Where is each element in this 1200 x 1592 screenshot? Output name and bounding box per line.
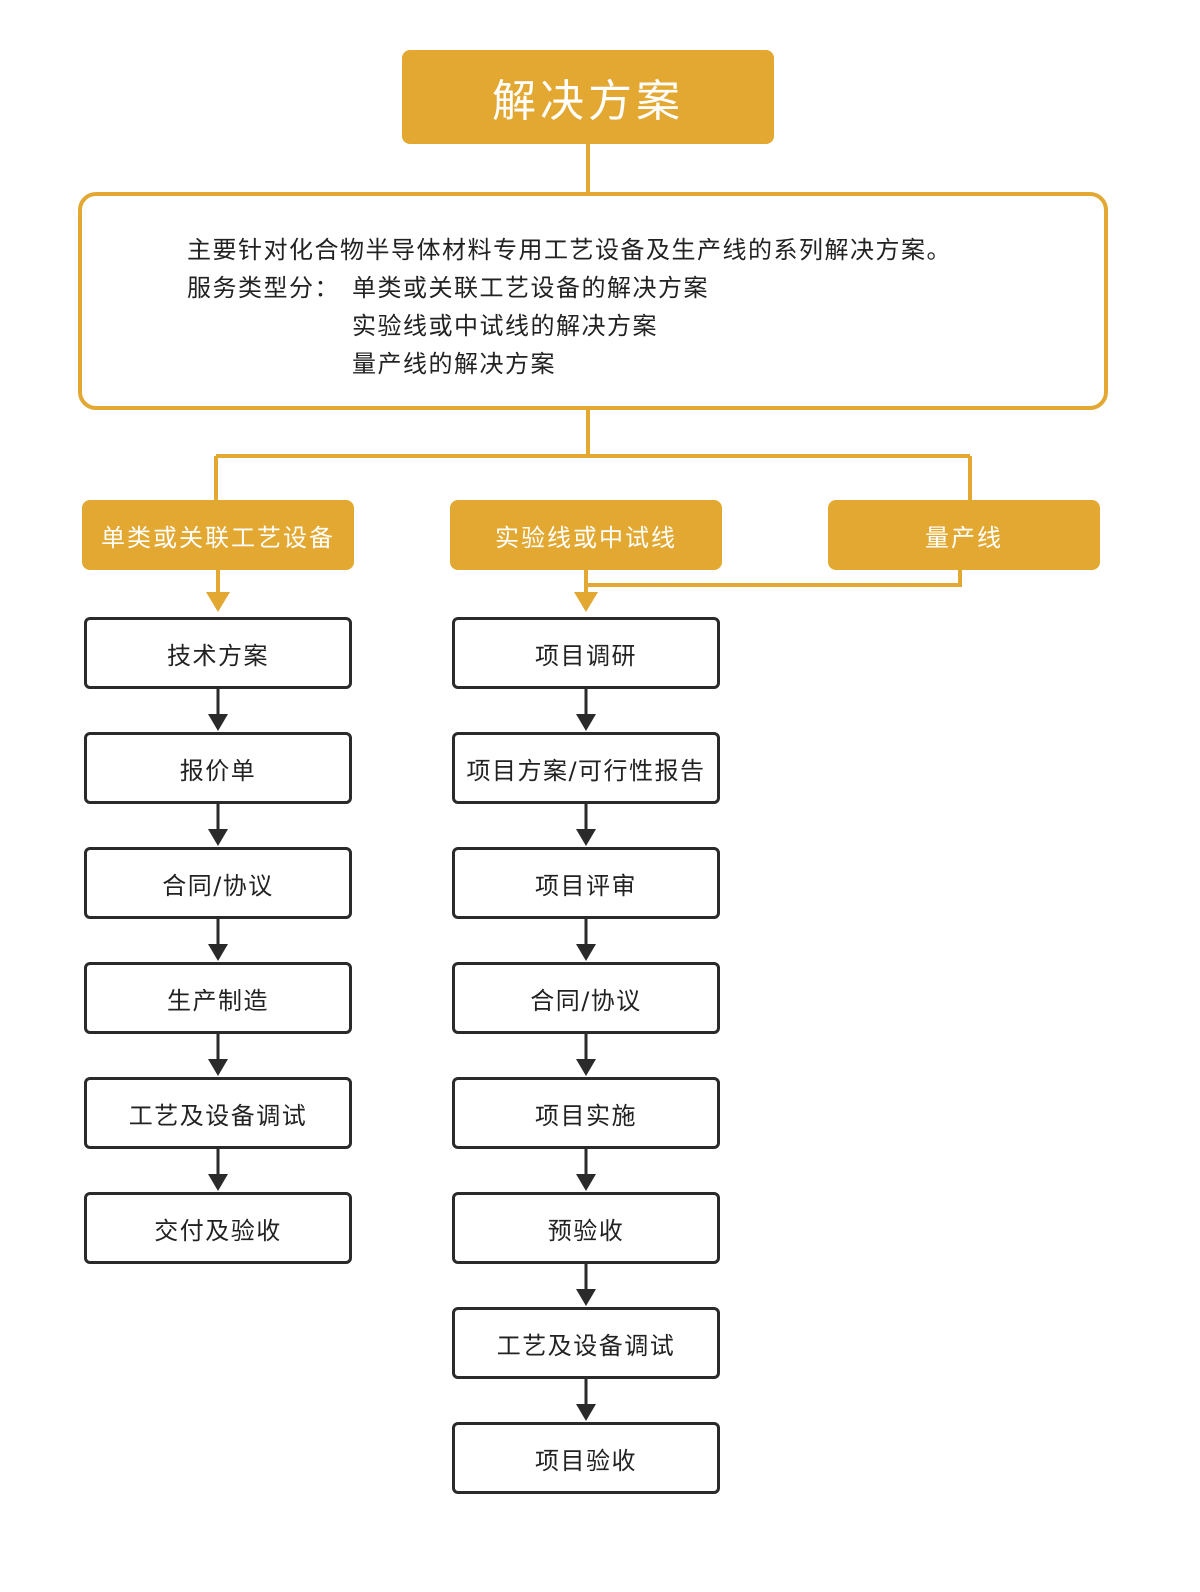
step-arrowhead bbox=[576, 1404, 596, 1421]
service-type-item: 实验线或中试线的解决方案 bbox=[352, 312, 658, 340]
description-box: 主要针对化合物半导体材料专用工艺设备及生产线的系列解决方案。 服务类型分： 单类… bbox=[78, 192, 1108, 410]
mass-production-merge-line bbox=[586, 570, 962, 587]
step-arrowhead bbox=[208, 829, 228, 846]
middle-step: 合同/协议 bbox=[452, 962, 720, 1034]
category-mass-production: 量产线 bbox=[828, 500, 1100, 570]
mid-cat-arrowhead bbox=[574, 592, 598, 612]
service-type-item: 量产线的解决方案 bbox=[352, 350, 556, 378]
step-arrowhead bbox=[208, 1059, 228, 1076]
left-step: 合同/协议 bbox=[84, 847, 352, 919]
middle-step: 项目验收 bbox=[452, 1422, 720, 1494]
title-box: 解决方案 bbox=[402, 50, 774, 144]
left-cat-arrowhead bbox=[206, 592, 230, 612]
category-label: 单类或关联工艺设备 bbox=[101, 523, 335, 552]
category-pilot-line: 实验线或中试线 bbox=[450, 500, 722, 570]
left-step: 交付及验收 bbox=[84, 1192, 352, 1264]
middle-step: 项目方案/可行性报告 bbox=[452, 732, 720, 804]
step-arrowhead bbox=[576, 829, 596, 846]
step-arrowhead bbox=[576, 1059, 596, 1076]
middle-step: 项目调研 bbox=[452, 617, 720, 689]
middle-step: 项目评审 bbox=[452, 847, 720, 919]
category-single-equipment: 单类或关联工艺设备 bbox=[82, 500, 354, 570]
step-arrowhead bbox=[576, 714, 596, 731]
step-arrowhead bbox=[576, 944, 596, 961]
category-label: 实验线或中试线 bbox=[495, 523, 677, 552]
middle-step: 预验收 bbox=[452, 1192, 720, 1264]
middle-step: 工艺及设备调试 bbox=[452, 1307, 720, 1379]
middle-step: 项目实施 bbox=[452, 1077, 720, 1149]
step-arrowhead bbox=[576, 1174, 596, 1191]
left-step: 报价单 bbox=[84, 732, 352, 804]
category-label: 量产线 bbox=[925, 523, 1003, 552]
description-line: 主要针对化合物半导体材料专用工艺设备及生产线的系列解决方案。 bbox=[187, 236, 952, 264]
step-arrowhead bbox=[208, 1174, 228, 1191]
left-step: 技术方案 bbox=[84, 617, 352, 689]
service-type-item: 单类或关联工艺设备的解决方案 bbox=[352, 274, 709, 302]
service-type-label: 服务类型分： bbox=[187, 274, 340, 302]
step-arrowhead bbox=[208, 944, 228, 961]
left-step: 工艺及设备调试 bbox=[84, 1077, 352, 1149]
step-arrowhead bbox=[576, 1289, 596, 1306]
diagram-title: 解决方案 bbox=[492, 76, 684, 127]
step-arrowhead bbox=[208, 714, 228, 731]
left-step: 生产制造 bbox=[84, 962, 352, 1034]
